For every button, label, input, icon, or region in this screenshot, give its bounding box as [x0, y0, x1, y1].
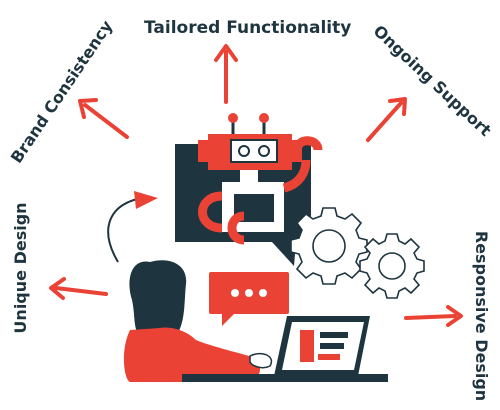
arrow-right [404, 305, 463, 327]
arrow-up-right [366, 97, 407, 142]
label-tailored-functionality: Tailored Functionality [144, 18, 352, 38]
curved-arrow [107, 191, 158, 263]
robot [198, 113, 323, 245]
laptop [182, 316, 388, 382]
gear-icon [290, 207, 368, 285]
label-responsive-design: Responsive Design [472, 230, 491, 402]
arrow-left [49, 277, 108, 300]
person [123, 260, 273, 382]
arrow-up [214, 44, 238, 104]
arrow-up-left [78, 98, 129, 139]
gear-icon [359, 233, 425, 299]
chat-bubble [209, 272, 289, 326]
label-unique-design: Unique Design [11, 202, 30, 334]
